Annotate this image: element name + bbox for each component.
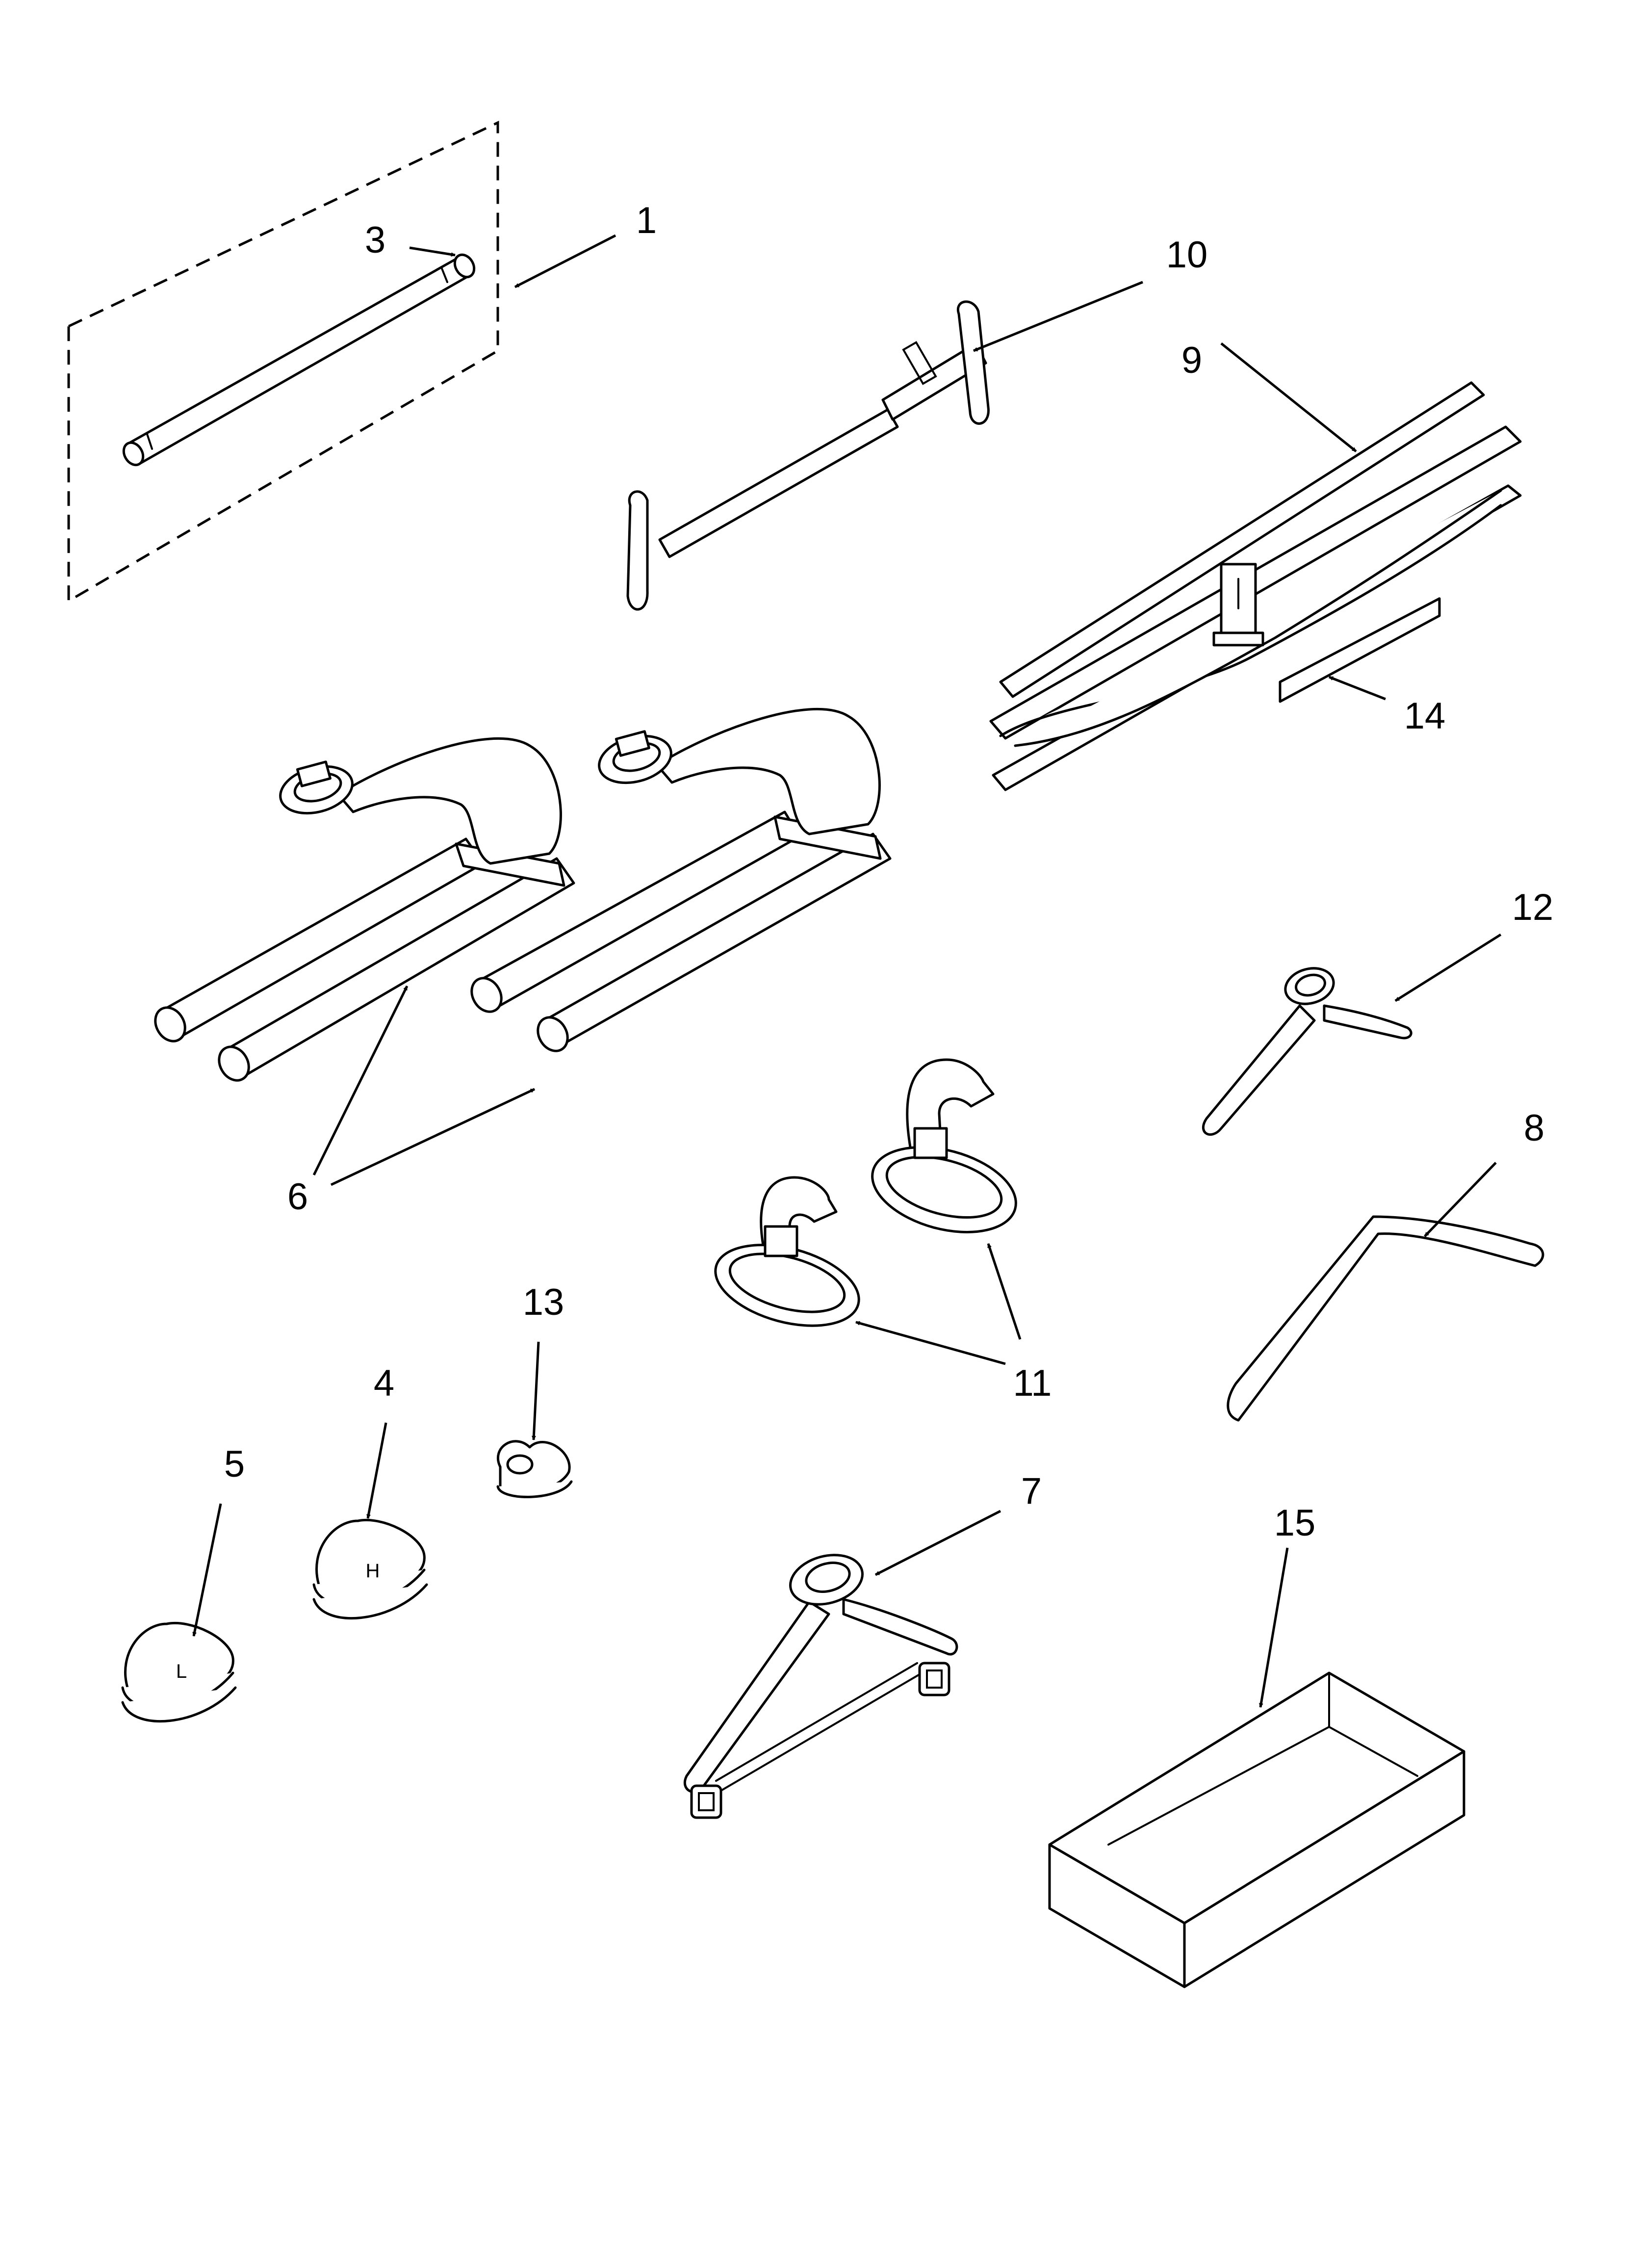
trouser-hanger xyxy=(683,1554,958,1819)
leader-11a xyxy=(855,1321,1006,1365)
leader-14 xyxy=(1329,676,1386,701)
leader-7 xyxy=(874,1510,1001,1576)
leader-lines xyxy=(192,234,1502,1708)
rod-kit xyxy=(67,121,499,603)
leader-6b xyxy=(330,1088,536,1186)
callout-11: 11 xyxy=(1013,1362,1052,1404)
strip xyxy=(1279,597,1441,703)
large-hanger xyxy=(1227,1215,1544,1422)
rod-holder-left xyxy=(154,737,575,1082)
small-hanger xyxy=(1202,967,1412,1136)
callout-8: 8 xyxy=(1524,1107,1544,1149)
clip-left xyxy=(714,1176,860,1327)
leader-13 xyxy=(531,1341,540,1440)
insert-h-label: H xyxy=(366,1560,380,1582)
callout-3: 3 xyxy=(365,219,385,261)
insert-l: L xyxy=(121,1622,237,1723)
insert-h: H xyxy=(312,1519,428,1620)
callout-15: 15 xyxy=(1274,1502,1316,1544)
callout-10: 10 xyxy=(1166,234,1208,276)
callout-6: 6 xyxy=(287,1176,308,1218)
leader-4 xyxy=(366,1422,387,1519)
callout-7: 7 xyxy=(1021,1470,1042,1512)
leader-5 xyxy=(192,1503,222,1637)
small-insert xyxy=(496,1440,573,1498)
leader-1 xyxy=(514,234,616,288)
callout-4: 4 xyxy=(374,1362,394,1404)
tray xyxy=(1048,1671,1465,1988)
leader-10 xyxy=(973,281,1143,352)
hanger-rod xyxy=(626,300,990,611)
callout-5: 5 xyxy=(224,1443,245,1485)
callout-14: 14 xyxy=(1404,695,1446,737)
callout-13: 13 xyxy=(523,1281,564,1323)
callout-12: 12 xyxy=(1512,886,1554,928)
rod xyxy=(122,253,476,467)
rail-assembly xyxy=(989,381,1522,791)
leader-12 xyxy=(1394,933,1502,1002)
callout-9: 9 xyxy=(1181,339,1202,381)
leader-8 xyxy=(1424,1162,1497,1237)
kit-boundary xyxy=(67,121,499,603)
leader-11b xyxy=(987,1243,1022,1340)
callout-numbers: 1 3 10 9 14 6 12 8 11 13 4 5 7 15 xyxy=(224,200,1553,1544)
callout-1: 1 xyxy=(636,200,657,241)
insert-l-label: L xyxy=(176,1661,187,1682)
leader-9 xyxy=(1220,342,1357,452)
rod-holder-right xyxy=(470,707,892,1052)
leader-15 xyxy=(1258,1547,1289,1708)
clip-right xyxy=(871,1058,1017,1233)
leader-3 xyxy=(409,246,456,257)
leader-6a xyxy=(312,985,409,1176)
